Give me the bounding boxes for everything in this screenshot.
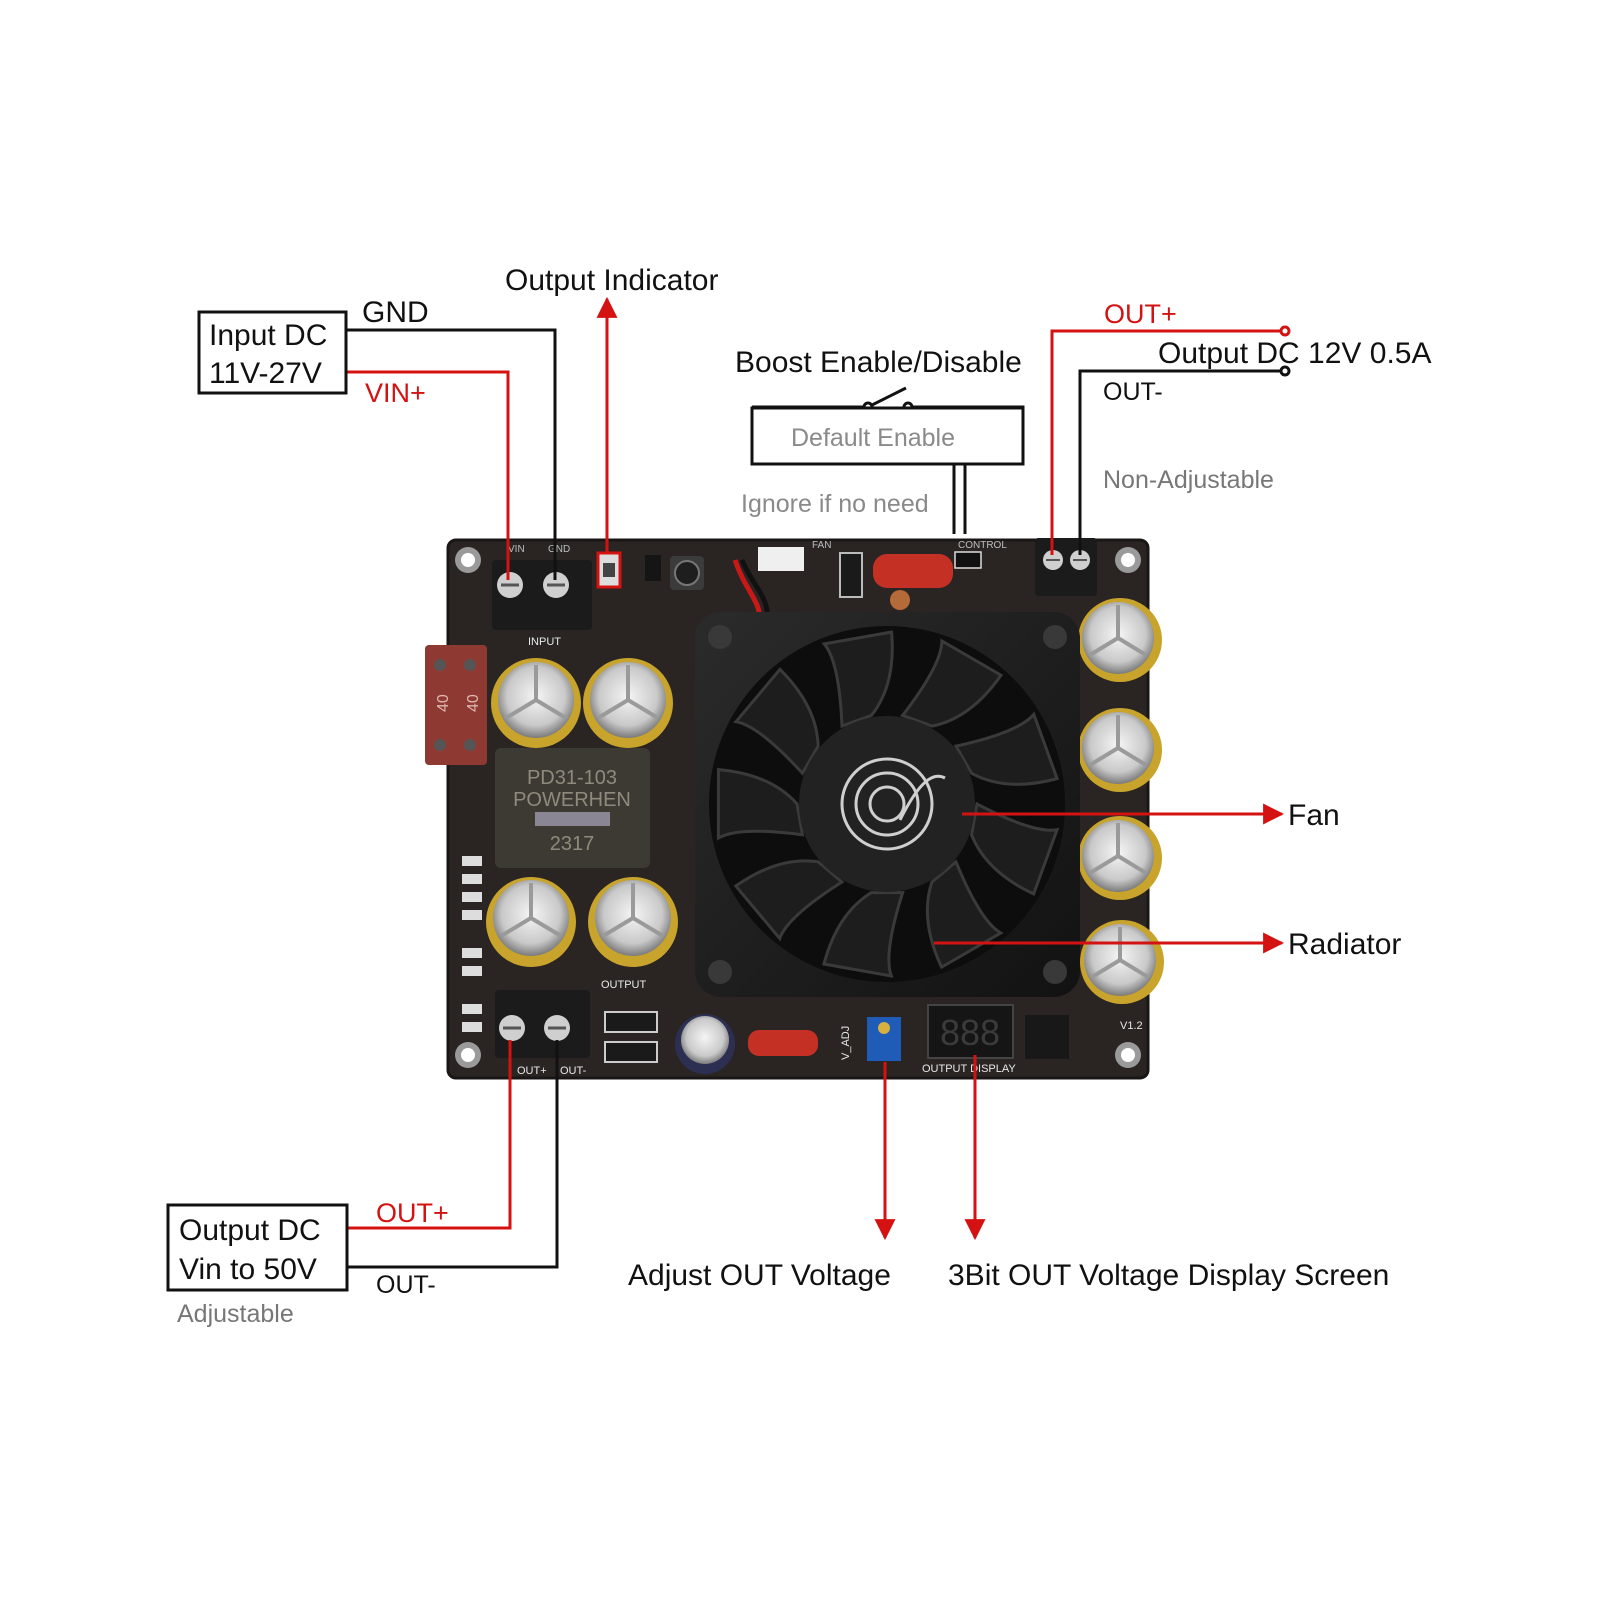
capacitor	[1078, 816, 1162, 900]
non-adjustable-label: Non-Adjustable	[1103, 466, 1274, 494]
inductor-line2: POWERHEN	[513, 789, 631, 811]
silk-out-plus: OUT+	[517, 1065, 547, 1077]
cooling-fan	[695, 612, 1080, 997]
output-indicator-led	[596, 551, 622, 589]
adjust-potentiometer[interactable]: V_ADJ	[840, 1017, 901, 1061]
output-terminal-block: OUTPUT OUT+ OUT-	[495, 979, 647, 1077]
silk-control: CONTROL	[958, 540, 1007, 551]
adjust-out-voltage-label: Adjust OUT Voltage	[628, 1259, 891, 1292]
silk-v-adj: V_ADJ	[840, 1026, 852, 1060]
out-minus-top-label: OUT-	[1103, 378, 1163, 406]
fan-blade	[969, 801, 1060, 896]
control-header: CONTROL	[954, 540, 1007, 569]
output-indicator-label: Output Indicator	[505, 264, 718, 297]
input-dc-box: Input DC 11V-27V	[197, 310, 348, 395]
silk-gnd: GND	[548, 544, 570, 555]
fuse-value: 40	[465, 694, 482, 712]
adjustable-label: Adjustable	[177, 1300, 294, 1328]
fan-blade	[925, 859, 1004, 970]
ignore-if-no-need-label: Ignore if no need	[741, 490, 929, 518]
display-digits: 888	[940, 1012, 1000, 1053]
output-dc-top-label: Output DC 12V 0.5A	[1158, 337, 1432, 370]
out-plus-top-label: OUT+	[1104, 299, 1177, 329]
inductor-line3: 2317	[550, 833, 595, 855]
silk-input: INPUT	[528, 636, 561, 648]
vin-plus-label: VIN+	[365, 378, 426, 408]
inductor-line1: PD31-103	[527, 767, 617, 789]
fan-blade	[716, 768, 805, 841]
fan-blade	[900, 638, 1004, 728]
default-enable-box: Default Enable	[750, 406, 1025, 466]
gnd-label: GND	[362, 296, 429, 329]
input-dc-label: Input DC	[209, 319, 327, 352]
fan-blade	[953, 711, 1060, 786]
capacitor	[1080, 920, 1164, 1004]
boost-enable-label: Boost Enable/Disable	[735, 346, 1022, 379]
output-dc-bottom-label: Output DC	[179, 1214, 321, 1247]
mounting-hole	[455, 1042, 481, 1068]
silk-output-display: OUTPUT DISPLAY	[922, 1063, 1016, 1075]
display-screen-label: 3Bit OUT Voltage Display Screen	[948, 1259, 1389, 1292]
fan-blade	[733, 859, 845, 942]
output-dc-box: Output DC Vin to 50V	[166, 1203, 349, 1292]
silk-vin: VIN	[508, 544, 525, 555]
silk-output: OUTPUT	[601, 979, 647, 991]
input-dc-range: 11V-27V	[209, 357, 322, 390]
capacitor	[1078, 708, 1162, 792]
capacitor	[1078, 598, 1162, 682]
capacitor	[583, 658, 673, 748]
capacitor	[588, 877, 678, 967]
fan-blade	[733, 667, 820, 776]
inductor: PD31-103 POWERHEN 2317	[495, 748, 650, 868]
version-label: V1.2	[1120, 1020, 1143, 1032]
top-output-terminal	[1035, 538, 1097, 596]
wiring	[345, 296, 1291, 1269]
silk-fan: FAN	[812, 540, 831, 551]
capacitor	[491, 658, 581, 748]
fan-blade	[822, 891, 905, 978]
fuse: 40 40	[425, 645, 487, 765]
voltage-display: 888 OUTPUT DISPLAY	[922, 1004, 1016, 1075]
input-terminal-block: VIN GND INPUT	[492, 544, 592, 648]
mounting-hole	[1115, 547, 1141, 573]
smd-components	[462, 856, 482, 1032]
mounting-hole	[1115, 1042, 1141, 1068]
output-dc-bottom-range: Vin to 50V	[179, 1253, 317, 1286]
silk-out-minus: OUT-	[560, 1065, 587, 1077]
fuse-value: 40	[435, 694, 452, 712]
mounting-hole	[455, 547, 481, 573]
default-enable-label: Default Enable	[791, 424, 955, 452]
fan-blade	[821, 630, 894, 729]
out-plus-bottom-label: OUT+	[376, 1198, 449, 1228]
fan-label: Fan	[1288, 799, 1340, 832]
radiator-label: Radiator	[1288, 928, 1401, 961]
capacitor	[486, 877, 576, 967]
capacitor	[675, 1014, 735, 1074]
pcb-board: VIN GND INPUT FAN CONTROL	[425, 538, 1164, 1080]
out-minus-bottom-label: OUT-	[376, 1271, 436, 1299]
